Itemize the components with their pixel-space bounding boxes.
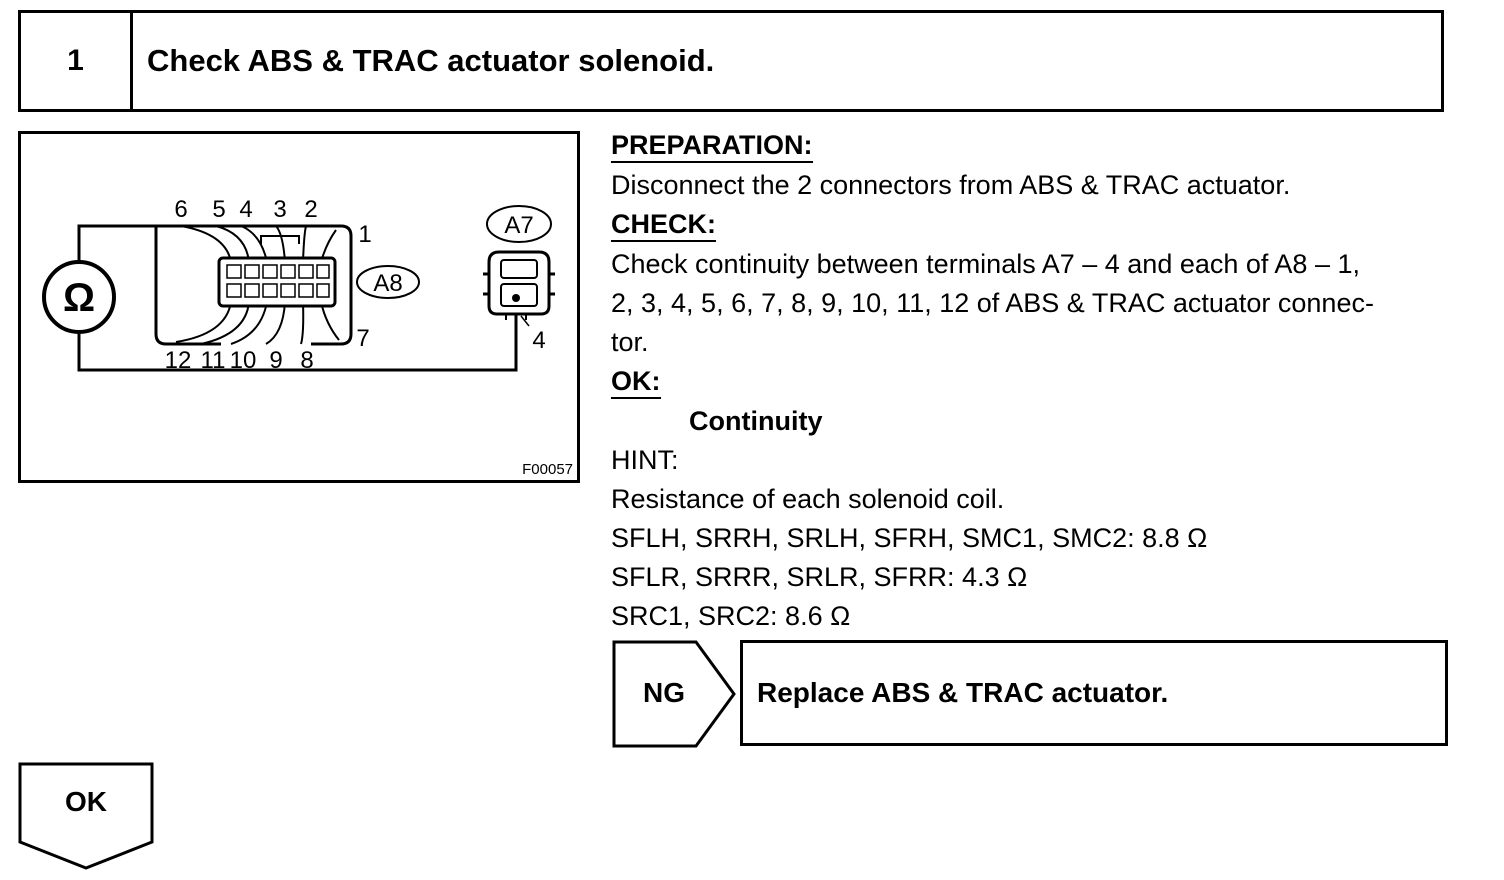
ok-flow-label: OK bbox=[65, 786, 107, 817]
ng-arrow-shape bbox=[612, 640, 736, 748]
step-title: Check ABS & TRAC actuator solenoid. bbox=[147, 43, 715, 78]
pin-label-8: 8 bbox=[300, 347, 313, 374]
hint-label: HINT: bbox=[611, 445, 679, 475]
ng-action-text: Replace ABS & TRAC actuator. bbox=[757, 677, 1169, 708]
wiring-diagram: Ω bbox=[18, 131, 580, 483]
pin-label-6: 6 bbox=[174, 196, 187, 223]
ng-label: NG bbox=[643, 677, 685, 708]
check-heading: CHECK: bbox=[611, 208, 716, 242]
pin-label-2: 2 bbox=[304, 196, 317, 223]
pin-label-9: 9 bbox=[269, 347, 282, 374]
connector-a7-pins bbox=[505, 314, 527, 324]
pin-label-12: 12 bbox=[165, 347, 192, 374]
bottom-wires bbox=[175, 301, 340, 345]
ok-arrow-shape bbox=[18, 762, 154, 870]
preparation-heading: PREPARATION: bbox=[611, 129, 813, 163]
connector-a8-pins bbox=[226, 264, 330, 298]
check-text-line-1: Check continuity between terminals A7 – … bbox=[611, 249, 1360, 279]
connector-a7-label: A7 bbox=[504, 212, 533, 239]
preparation-text: Disconnect the 2 connectors from ABS & T… bbox=[611, 170, 1291, 200]
wiring-diagram-svg: Ω bbox=[42, 196, 573, 478]
connector-a8-tag bbox=[356, 265, 420, 299]
pin-label-1: 1 bbox=[358, 221, 371, 248]
figure-code: F00057 bbox=[522, 461, 573, 478]
ng-action-box: Replace ABS & TRAC actuator. bbox=[740, 640, 1448, 746]
pin-label-4: 4 bbox=[239, 196, 252, 223]
hint-line-3: SFLR, SRRR, SRLR, SFRR: 4.3 Ω bbox=[611, 562, 1028, 592]
pin-label-10: 10 bbox=[230, 347, 257, 374]
probe-loop bbox=[154, 226, 221, 346]
connector-a7-tag bbox=[486, 205, 552, 243]
hint-line-2: SFLH, SRRH, SRLH, SFRH, SMC1, SMC2: 8.8 … bbox=[611, 523, 1208, 553]
step-number: 1 bbox=[21, 13, 133, 109]
ok-heading: OK: bbox=[611, 365, 661, 399]
pin-label-7: 7 bbox=[356, 325, 369, 352]
connector-a7-bottom-cavity bbox=[500, 283, 538, 307]
meter-lead-top bbox=[77, 224, 156, 262]
connector-a7-top-cavity bbox=[500, 259, 538, 279]
connector-a7-probe-point bbox=[512, 294, 520, 302]
pin-4-leader bbox=[520, 315, 530, 327]
connector-a8-latch bbox=[260, 235, 300, 244]
pin-label-5: 5 bbox=[212, 196, 225, 223]
ok-value: Continuity bbox=[689, 406, 823, 436]
ohm-symbol: Ω bbox=[63, 276, 95, 320]
instruction-text: PREPARATION: Disconnect the 2 connectors… bbox=[611, 126, 1471, 636]
hint-line-4: SRC1, SRC2: 8.6 Ω bbox=[611, 601, 851, 631]
step-header: 1 Check ABS & TRAC actuator solenoid. bbox=[18, 10, 1444, 112]
check-text-line-3: tor. bbox=[611, 327, 649, 357]
pin-label-11: 11 bbox=[201, 347, 226, 374]
hint-line-1: Resistance of each solenoid coil. bbox=[611, 484, 1005, 514]
a7-pin-label-4: 4 bbox=[532, 327, 545, 354]
connector-a7-tabs bbox=[483, 272, 555, 296]
probe-loop-outer bbox=[156, 224, 353, 346]
pin-label-3: 3 bbox=[273, 196, 286, 223]
connector-a8-label: A8 bbox=[373, 270, 402, 297]
meter-lead-bottom bbox=[77, 312, 518, 372]
check-text-line-2: 2, 3, 4, 5, 6, 7, 8, 9, 10, 11, 12 of AB… bbox=[611, 288, 1374, 318]
